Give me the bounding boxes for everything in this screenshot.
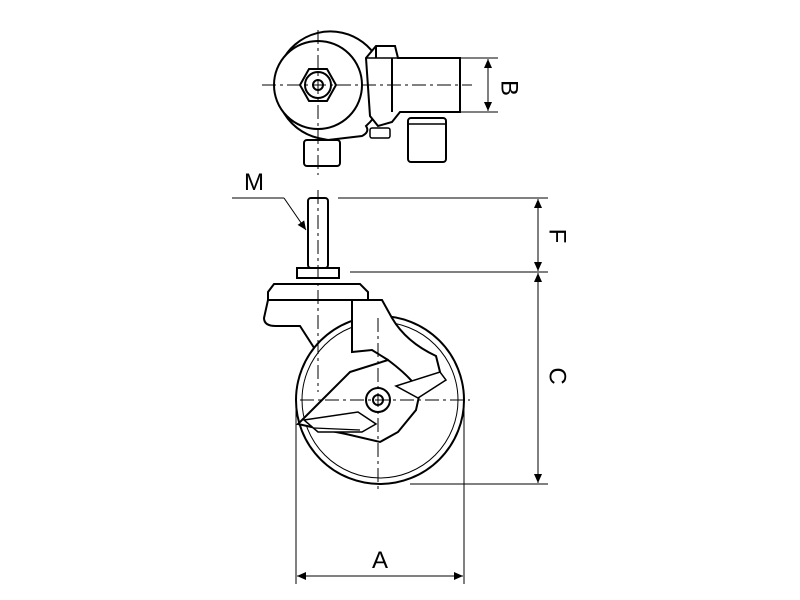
dimension-m-leader [232,197,307,231]
dimension-b [460,57,498,113]
side-view [262,197,465,485]
label-m: M [244,169,264,196]
side-view-centerlines [300,190,470,490]
label-c: C [544,367,571,384]
label-b: B [496,80,523,96]
brake-shoe [302,411,378,433]
label-f: F [544,229,571,244]
top-view-centerlines [262,30,472,175]
dimension-f-c [338,197,548,485]
brake-pedal [407,117,447,163]
top-view-wheel-tip [303,139,341,167]
dimension-a [295,400,465,584]
brake-lever [394,371,448,399]
label-a: A [372,547,388,574]
top-view [273,30,461,167]
